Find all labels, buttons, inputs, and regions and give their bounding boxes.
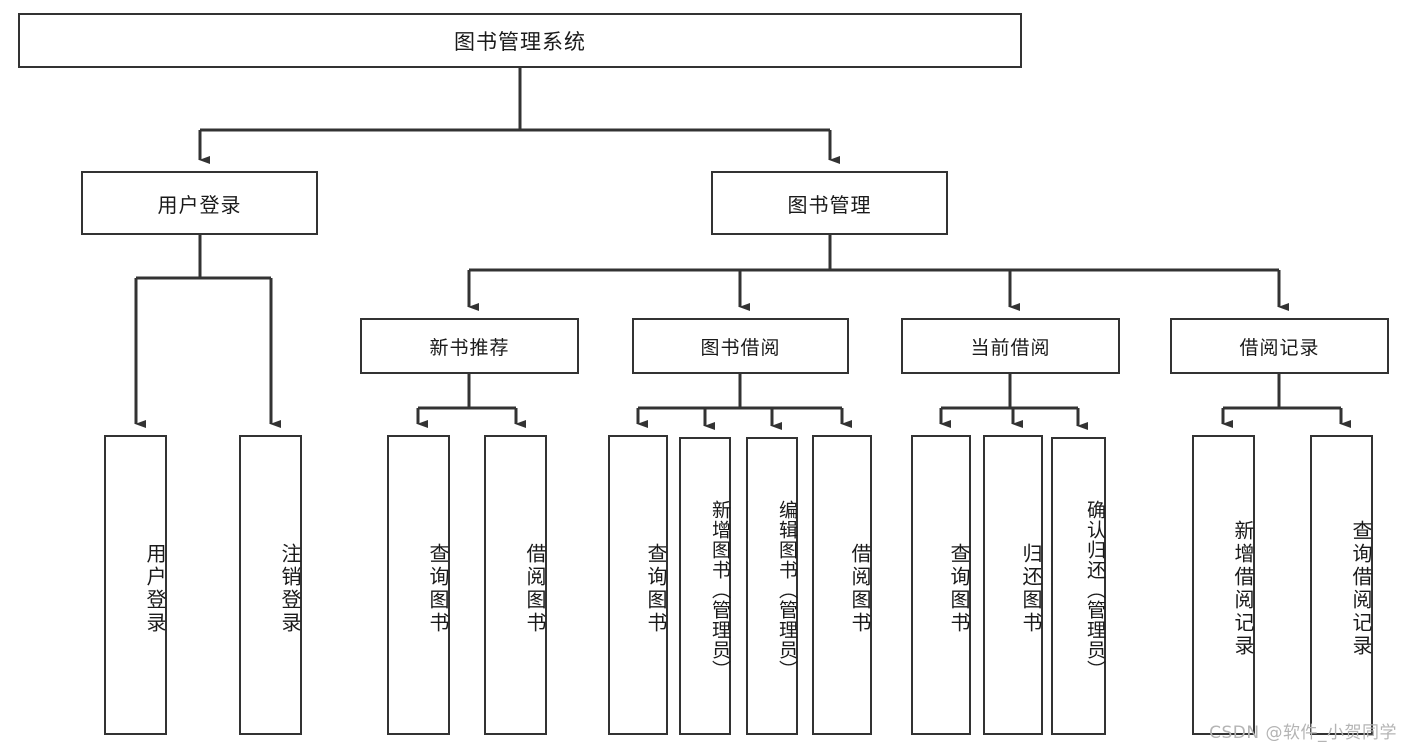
node-label: 图书管理系统 <box>454 29 586 54</box>
node-new-book-recommend[interactable]: 新书推荐 <box>360 318 579 374</box>
node-leaf-borrow-book-1[interactable]: 借阅图书 <box>484 435 547 735</box>
node-leaf-query-book-3[interactable]: 查询图书 <box>911 435 971 735</box>
node-leaf-add-record[interactable]: 新增借阅记录 <box>1192 435 1255 735</box>
node-label: 图书借阅 <box>700 336 781 359</box>
node-leaf-edit-book[interactable]: 编辑图书（管理员） <box>746 437 798 735</box>
node-label: 用户登录 <box>143 543 167 635</box>
node-leaf-query-book-1[interactable]: 查询图书 <box>387 435 450 735</box>
node-leaf-borrow-book-2[interactable]: 借阅图书 <box>812 435 872 735</box>
node-user-login[interactable]: 用户登录 <box>81 171 318 235</box>
node-root-system[interactable]: 图书管理系统 <box>18 13 1022 68</box>
node-label: 用户登录 <box>157 192 242 217</box>
node-label: 新书推荐 <box>429 336 510 359</box>
node-label: 归还图书 <box>1019 543 1043 635</box>
node-leaf-return-book[interactable]: 归还图书 <box>983 435 1043 735</box>
node-label: 新增借阅记录 <box>1231 520 1255 658</box>
node-label: 查询图书 <box>426 543 450 635</box>
node-label: 借阅图书 <box>848 543 872 635</box>
node-leaf-query-book-2[interactable]: 查询图书 <box>608 435 668 735</box>
node-label: 查询图书 <box>947 543 971 635</box>
watermark-text: CSDN @软件_小贺同学 <box>1209 723 1397 743</box>
node-label: 图书管理 <box>787 192 872 217</box>
node-leaf-logout[interactable]: 注销登录 <box>239 435 302 735</box>
node-label: 新增图书（管理员） <box>709 500 731 680</box>
node-book-manage[interactable]: 图书管理 <box>711 171 948 235</box>
node-label: 编辑图书（管理员） <box>776 500 798 680</box>
node-label: 查询借阅记录 <box>1349 520 1373 658</box>
node-label: 确认归还（管理员） <box>1084 500 1106 680</box>
node-label: 借阅图书 <box>523 543 547 635</box>
node-book-borrow[interactable]: 图书借阅 <box>632 318 849 374</box>
node-label: 查询图书 <box>644 543 668 635</box>
node-label: 当前借阅 <box>970 336 1051 359</box>
node-leaf-query-record[interactable]: 查询借阅记录 <box>1310 435 1373 735</box>
node-leaf-add-book[interactable]: 新增图书（管理员） <box>679 437 731 735</box>
node-leaf-user-login[interactable]: 用户登录 <box>104 435 167 735</box>
node-current-borrow[interactable]: 当前借阅 <box>901 318 1120 374</box>
node-label: 借阅记录 <box>1239 336 1320 359</box>
node-borrow-record[interactable]: 借阅记录 <box>1170 318 1389 374</box>
node-leaf-confirm-return[interactable]: 确认归还（管理员） <box>1051 437 1106 735</box>
node-label: 注销登录 <box>278 543 302 635</box>
